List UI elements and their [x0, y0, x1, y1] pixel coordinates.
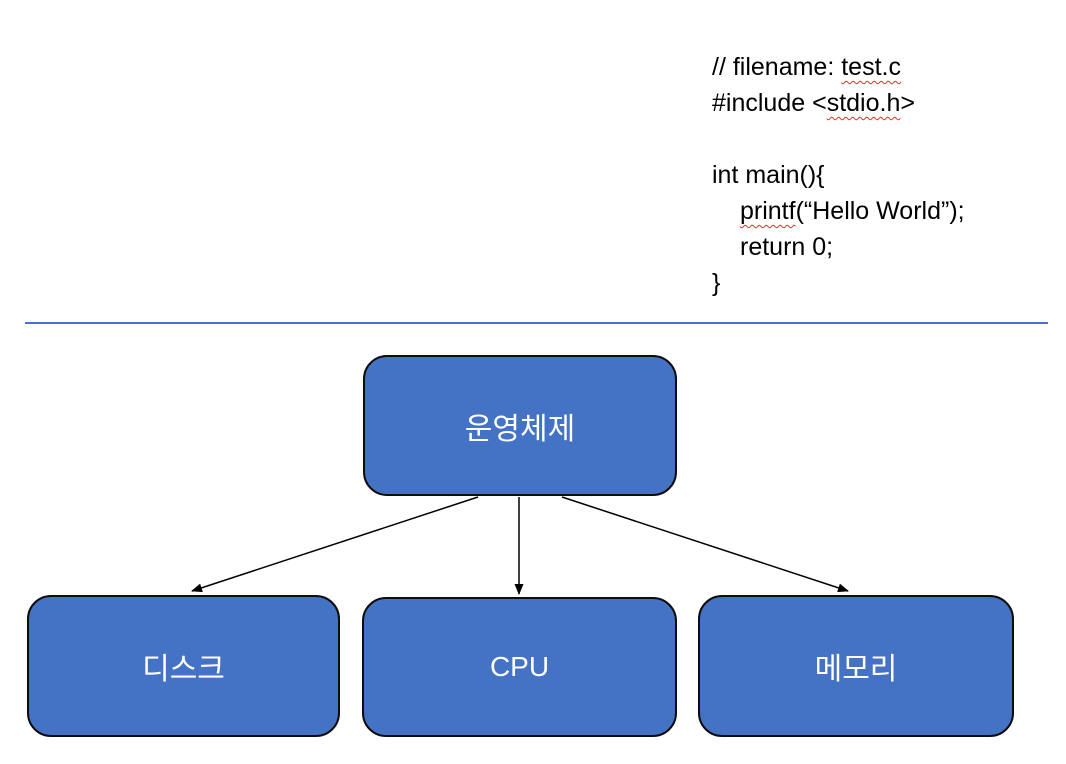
code-block: // filename: test.c #include <stdio.h> i… — [712, 49, 965, 301]
divider-line — [25, 322, 1048, 324]
code-text: } — [712, 269, 721, 297]
arrow-os-to-memory — [561, 496, 849, 593]
code-line-blank — [712, 121, 965, 157]
code-text: > — [900, 89, 915, 117]
code-text: // filename: — [712, 53, 842, 81]
code-text: int main(){ — [712, 161, 825, 189]
code-text: return 0; — [740, 233, 834, 261]
misspelled-word: test.c — [841, 53, 901, 81]
diagram-node-disk: 디스크 — [27, 595, 340, 737]
arrow-os-to-disk — [191, 496, 479, 593]
misspelled-word: printf — [740, 197, 796, 225]
code-line: return 0; — [712, 229, 965, 265]
code-text: (“Hello World”); — [795, 197, 965, 225]
node-label: 운영체제 — [464, 412, 576, 446]
node-label: CPU — [489, 651, 550, 682]
node-label: 메모리 — [814, 653, 898, 686]
misspelled-word: stdio.h — [826, 89, 901, 117]
diagram-node-cpu: CPU — [362, 597, 677, 737]
code-line: int main(){ — [712, 157, 965, 193]
code-line: // filename: test.c — [712, 49, 965, 85]
node-label: 디스크 — [142, 653, 225, 686]
code-line: } — [712, 265, 965, 301]
code-text: #include < — [712, 89, 827, 117]
diagram-node-os: 운영체제 — [363, 355, 677, 496]
code-line: printf(“Hello World”); — [712, 193, 965, 229]
code-line: #include <stdio.h> — [712, 85, 965, 121]
diagram-node-memory: 메모리 — [698, 595, 1014, 737]
